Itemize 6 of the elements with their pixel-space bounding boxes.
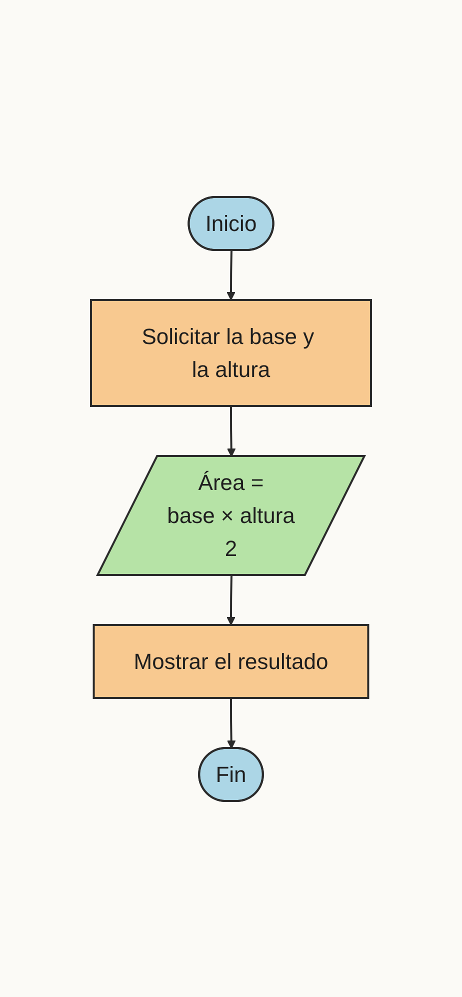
arrow [226, 698, 236, 748]
node-box: Solicitar la base y la altura [90, 298, 372, 406]
arrow [226, 250, 236, 300]
node-box: Mostrar el resultado [92, 624, 370, 698]
arrow [226, 574, 236, 625]
arrow [226, 406, 236, 456]
